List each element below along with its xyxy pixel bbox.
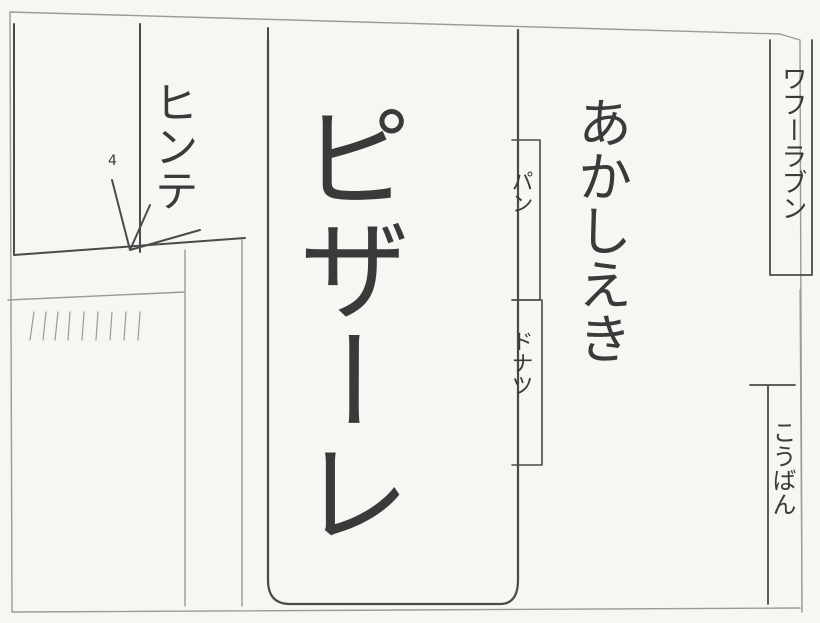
donatsu-box — [511, 299, 543, 466]
small-mark: 4 — [108, 153, 117, 169]
wafuupan-box — [769, 39, 813, 276]
pizzeria-outline — [266, 28, 520, 606]
left-building-lower — [7, 239, 243, 607]
label-pan: パン — [508, 170, 533, 214]
label-pizzeria: ピザーレ — [280, 100, 410, 548]
outer-frame — [9, 11, 803, 613]
fence-ticks — [29, 311, 141, 341]
label-kouban: こうばん — [768, 420, 796, 516]
label-akashieki: あかしえき — [569, 95, 632, 365]
label-hintai: ヒンテ — [147, 80, 198, 212]
right-rule — [799, 289, 803, 613]
label-wafuupan: ワフーラブン — [777, 65, 807, 221]
kouban-outline — [749, 384, 796, 605]
label-donatsu: ドナツ — [508, 330, 533, 396]
sign-pole — [111, 179, 201, 251]
